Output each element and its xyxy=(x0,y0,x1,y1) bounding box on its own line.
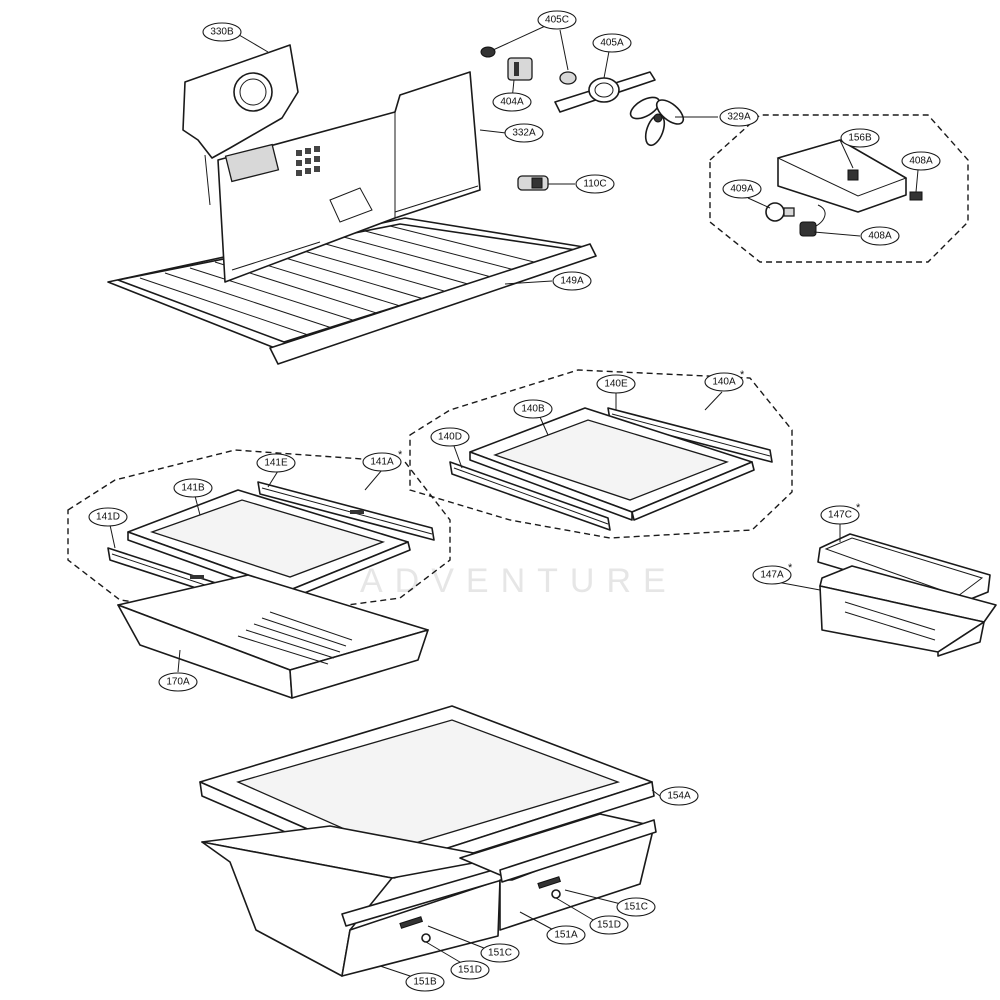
svg-text:151D: 151D xyxy=(597,920,621,931)
svg-text:140B: 140B xyxy=(521,404,545,415)
callout-151A: 151A xyxy=(546,925,586,945)
crisper-drawer-170A xyxy=(117,574,429,699)
callout-151C-right: 151C xyxy=(616,897,656,917)
callout-140B: 140B xyxy=(513,399,553,419)
part-405C-washer xyxy=(480,46,496,58)
svg-text:151C: 151C xyxy=(624,902,648,913)
lamp-assembly-outline xyxy=(709,114,969,263)
callout-405A: 405A xyxy=(592,33,632,53)
svg-text:404A: 404A xyxy=(500,97,524,108)
callout-330B: 330B xyxy=(202,22,242,42)
svg-text:140A: 140A xyxy=(712,377,736,388)
svg-text:156B: 156B xyxy=(848,133,872,144)
svg-text:151C: 151C xyxy=(488,948,512,959)
svg-text:*: * xyxy=(856,502,861,514)
svg-text:140D: 140D xyxy=(438,432,462,443)
rear-cover-330B xyxy=(182,44,299,206)
callout-151D-left: 151D xyxy=(450,960,490,980)
callout-141B: 141B xyxy=(173,478,213,498)
watermark-text: ADVENTURE xyxy=(360,562,678,600)
callout-140D: 140D xyxy=(430,427,470,447)
glass-shelf-140B xyxy=(469,407,755,521)
callout-140A: 140A * xyxy=(704,369,745,392)
svg-text:151B: 151B xyxy=(413,977,437,988)
socket-408A xyxy=(909,191,923,201)
door-bin-147A xyxy=(819,565,997,657)
svg-text:110C: 110C xyxy=(583,179,606,190)
rail-140D xyxy=(449,461,611,531)
svg-text:141E: 141E xyxy=(264,458,288,469)
fan-blade-329A xyxy=(629,96,685,147)
callout-141E: 141E xyxy=(256,453,296,473)
callout-141D: 141D xyxy=(88,507,128,527)
callout-140E: 140E xyxy=(596,374,636,394)
svg-text:149A: 149A xyxy=(560,276,584,287)
rail-141E xyxy=(257,481,435,541)
svg-text:151A: 151A xyxy=(554,930,578,941)
svg-text:147C: 147C xyxy=(828,510,852,521)
bulb-409A xyxy=(765,202,795,222)
motor-404A xyxy=(507,57,577,85)
sensor-110C xyxy=(517,175,549,191)
callout-404A: 404A xyxy=(492,92,532,112)
svg-text:151D: 151D xyxy=(458,965,482,976)
callout-156B: 156B xyxy=(840,128,880,148)
callout-141A: 141A * xyxy=(362,449,403,472)
wire-shelf-149A xyxy=(107,217,597,365)
svg-text:141B: 141B xyxy=(181,483,205,494)
svg-text:330B: 330B xyxy=(210,27,234,38)
svg-text:140E: 140E xyxy=(604,379,628,390)
shelf-141A-outline xyxy=(67,449,451,619)
lamp-socket-408A xyxy=(799,204,826,237)
callout-408A-bottom: 408A xyxy=(860,226,900,246)
svg-text:332A: 332A xyxy=(512,128,536,139)
door-bin-cover-147C xyxy=(817,533,991,605)
svg-text:405A: 405A xyxy=(600,38,624,49)
callout-332A: 332A xyxy=(504,123,544,143)
callout-149A: 149A xyxy=(552,271,592,291)
callout-329A: 329A xyxy=(719,107,759,127)
callout-151D-right: 151D xyxy=(589,915,629,935)
lamp-housing-156B xyxy=(776,139,908,213)
svg-text:*: * xyxy=(740,369,745,381)
callout-147C: 147C * xyxy=(820,502,861,525)
svg-text:141D: 141D xyxy=(96,512,120,523)
shelf-140A-outline xyxy=(409,369,793,539)
duct-panel-332A xyxy=(217,71,481,283)
callout-154A: 154A xyxy=(659,786,699,806)
callout-147A: 147A * xyxy=(752,562,793,585)
svg-text:147A: 147A xyxy=(760,570,784,581)
svg-text:154A: 154A xyxy=(667,791,691,802)
svg-text:*: * xyxy=(788,562,793,574)
svg-text:*: * xyxy=(398,449,403,461)
svg-text:409A: 409A xyxy=(730,184,754,195)
svg-text:170A: 170A xyxy=(166,677,190,688)
callout-110C: 110C xyxy=(575,174,615,194)
svg-text:408A: 408A xyxy=(868,231,892,242)
svg-text:329A: 329A xyxy=(727,112,751,123)
callout-408A-top: 408A xyxy=(901,151,941,171)
callout-409A: 409A xyxy=(722,179,762,199)
svg-text:408A: 408A xyxy=(909,156,933,167)
svg-text:405C: 405C xyxy=(545,15,569,26)
fan-bracket-405A xyxy=(554,71,656,113)
callout-405C: 405C xyxy=(537,10,577,30)
crisper-drawer-151A xyxy=(459,813,657,931)
callout-170A: 170A xyxy=(158,672,198,692)
callout-151C-left: 151C xyxy=(480,943,520,963)
svg-text:141A: 141A xyxy=(370,457,394,468)
callout-151B: 151B xyxy=(405,972,445,992)
